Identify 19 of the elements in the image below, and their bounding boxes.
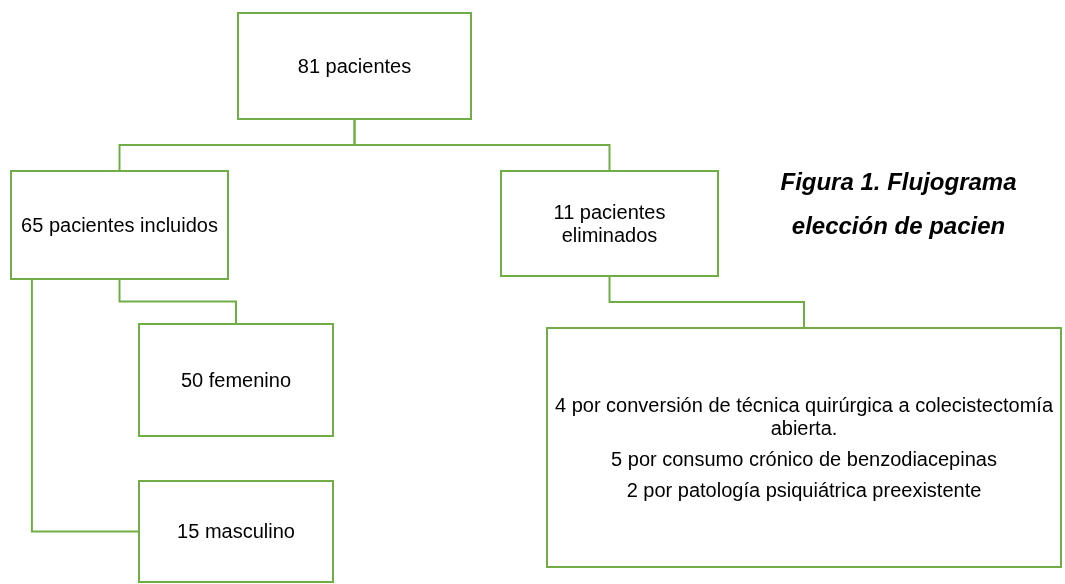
box-text: 4 por conversión de técnica quirúrgica a colecistectomía abierta. [553,393,1054,440]
box-text: 50 femenino [179,368,293,392]
box-text: 81 pacientes [296,54,413,78]
box-text: 11 pacientes eliminados [552,200,667,247]
connector-line [30,279,139,533]
figure-title: Figura 1. Flujograma elección de pacien [779,167,1018,241]
box-text: 15 masculino [176,520,296,543]
box-text: 5 por consumo crónico de benzodiacepinas [610,447,998,471]
box-text: 65 pacientes incluidos [20,213,219,237]
process-box [138,480,334,583]
process-box [10,170,229,280]
connector-line [608,276,805,328]
connector-line [118,279,237,324]
process-box [138,323,334,437]
process-box [546,327,1062,568]
process-box [500,170,719,277]
box-text: 2 por patología psiquiátrica preexistente [625,478,983,502]
connector-line [353,119,611,171]
process-box [237,12,472,120]
